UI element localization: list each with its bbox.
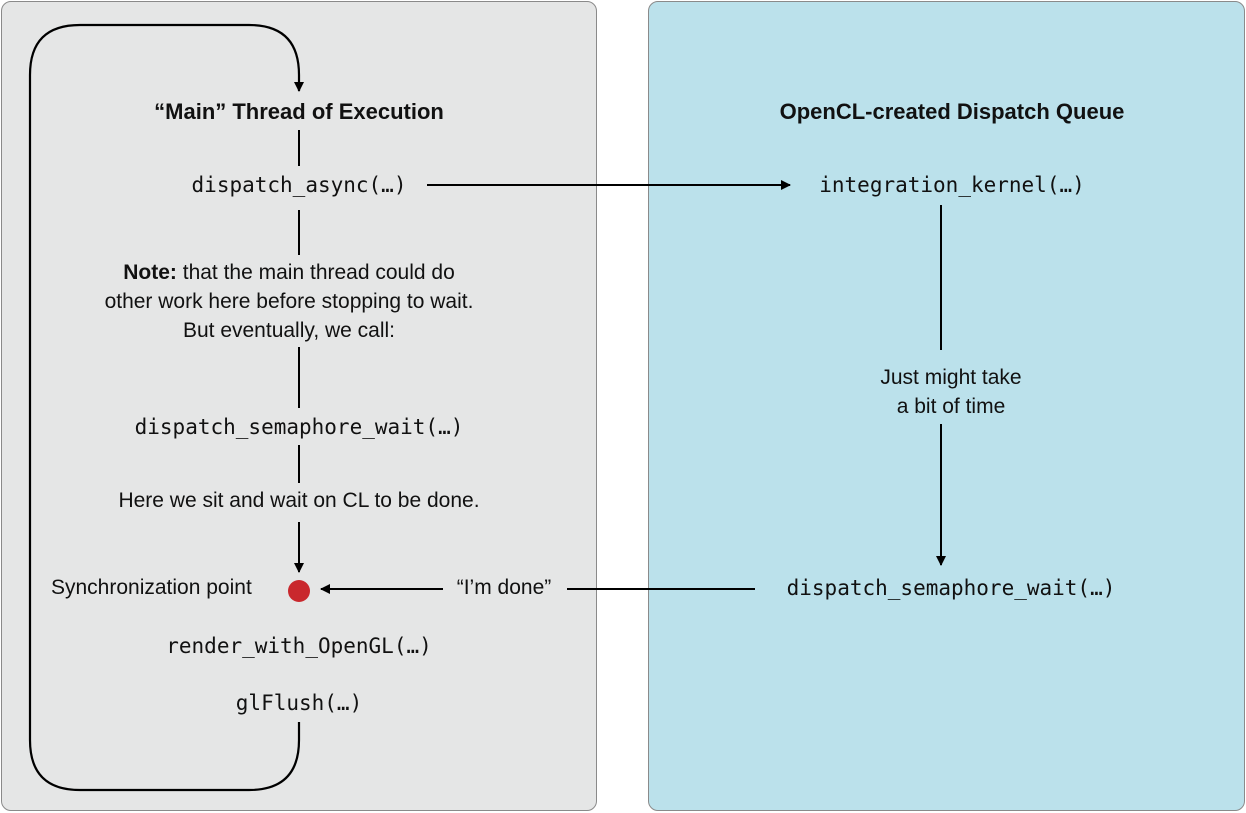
kernel-label: integration_kernel(…) <box>819 173 1085 197</box>
done-message: “I’m done” <box>456 576 552 599</box>
time-line-2: a bit of time <box>896 395 1006 418</box>
render-label: render_with_OpenGL(…) <box>166 634 432 658</box>
dispatch-queue-title: OpenCL-created Dispatch Queue <box>779 99 1125 124</box>
sync-point-dot <box>288 580 310 602</box>
semaphore-wait-main-label: dispatch_semaphore_wait(…) <box>134 415 464 439</box>
note-line-3: But eventually, we call: <box>182 319 396 342</box>
sync-point-label: Synchronization point <box>51 576 252 599</box>
time-line-1: Just might take <box>880 366 1022 389</box>
flush-label: glFlush(…) <box>235 691 363 715</box>
main-thread-title: “Main” Thread of Execution <box>154 99 444 124</box>
note-bold: Note: <box>123 261 177 284</box>
note-text: Note: that the main thread could do othe… <box>105 258 474 345</box>
note-line-1-text: that the main thread could do <box>176 261 455 284</box>
note-line-1: Note: that the main thread could do <box>105 258 474 287</box>
time-text: Just might take a bit of time <box>880 363 1021 421</box>
semaphore-wait-queue-label: dispatch_semaphore_wait(…) <box>786 576 1116 600</box>
dispatch-queue-panel <box>648 1 1245 811</box>
note-line-2: other work here before stopping to wait. <box>104 290 474 313</box>
dispatch-async-label: dispatch_async(…) <box>191 173 407 197</box>
wait-text: Here we sit and wait on CL to be done. <box>118 489 480 512</box>
loop-arrow <box>28 23 304 792</box>
